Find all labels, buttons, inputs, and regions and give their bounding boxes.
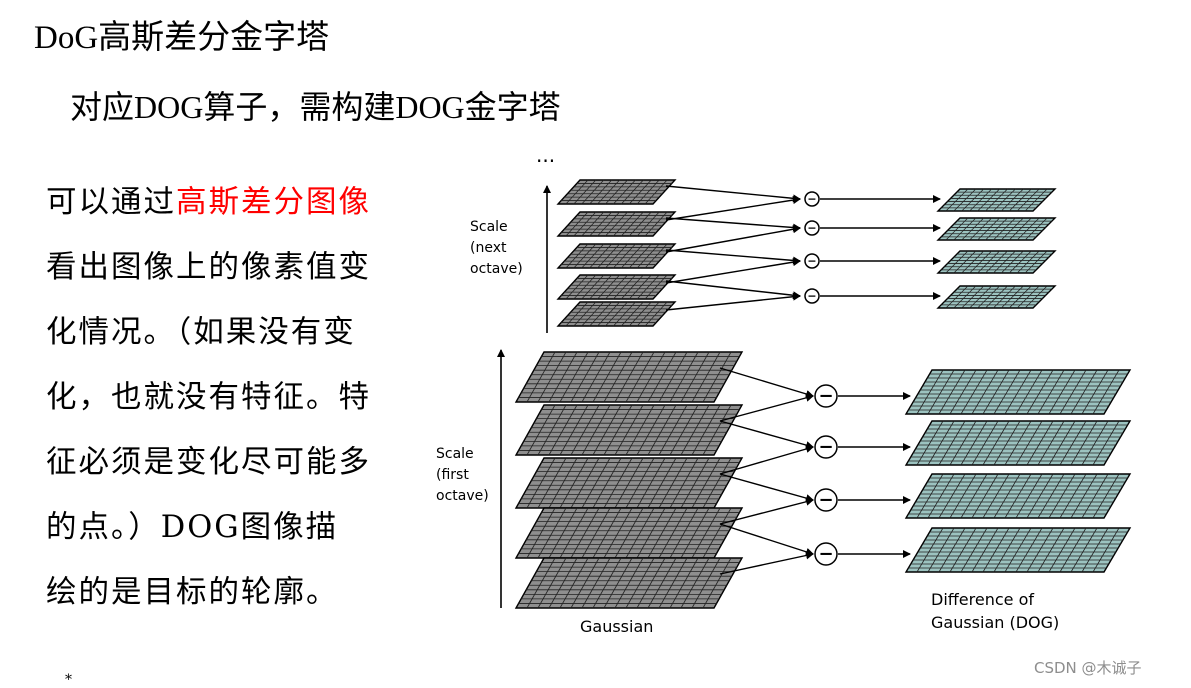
scale-next-label-line3: octave) (470, 261, 523, 277)
arrow (665, 292, 801, 311)
arrow (665, 249, 801, 265)
minus-sign: − (807, 290, 816, 303)
gaussian-layer-next-grid (561, 301, 672, 327)
arrow (665, 185, 801, 203)
watermark: CSDN @木诚子 (1034, 659, 1142, 677)
arrow (719, 523, 814, 556)
pyramid-layers: − − − − − − − − (514, 179, 1132, 609)
minus-sign: − (807, 222, 816, 235)
minus-sign: − (807, 255, 816, 268)
dog-layer-first-grid (908, 527, 1128, 573)
scale-next-label-line2: (next (470, 240, 507, 256)
arrow (719, 473, 814, 502)
body-line: 的点。）DOG图像描 (46, 510, 339, 545)
body-line: 化情况。（如果没有变 (46, 315, 356, 350)
body-line: 化，也就没有特征。特 (46, 380, 371, 415)
body-line: 征必须是变化尽可能多 (46, 445, 371, 480)
arrow (665, 196, 801, 221)
minus-sign: − (818, 490, 833, 511)
subtract-circle (804, 288, 820, 304)
subtract-circle (804, 253, 820, 269)
gaussian-label: Gaussian (580, 617, 653, 636)
subtract-circle (804, 191, 820, 207)
minus-sign: − (818, 386, 833, 407)
ellipsis-label: ... (536, 143, 555, 167)
gaussian-layer-first-grid (518, 404, 740, 456)
gaussian-layer-first-grid (518, 507, 740, 559)
subtract-circle (814, 542, 838, 566)
gaussian-layer-first-grid (518, 557, 740, 609)
subtract-circle (804, 220, 820, 236)
dog-layer-first-grid (908, 473, 1128, 519)
subtract-circle (814, 384, 838, 408)
body-line: 绘的是目标的轮廓。 (46, 575, 339, 610)
gaussian-layer-first-grid (518, 457, 740, 509)
arrow (719, 497, 814, 525)
minus-sign: − (818, 437, 833, 458)
bullet-mark: * (65, 672, 72, 688)
scale-first-label-line2: (first (436, 467, 469, 483)
gaussian-layer-next-grid (561, 274, 672, 300)
arrow (719, 367, 814, 398)
minus-sign: − (807, 193, 816, 206)
minus-sign: − (818, 544, 833, 565)
gaussian-layer-first-grid (518, 351, 740, 403)
subtract-circle (814, 488, 838, 512)
gaussian-layer-next-grid (561, 243, 672, 269)
highlight-text: 高斯差分图像 (176, 185, 371, 220)
page-title: DoG高斯差分金字塔 (34, 20, 330, 56)
dog-layer-next-grid (941, 188, 1052, 212)
dog-layer-next-grid (941, 217, 1052, 241)
body-line: 看出图像上的像素值变 (46, 250, 371, 285)
arrow (665, 217, 801, 232)
page-subtitle: 对应DOG算子，需构建DOG金字塔 (70, 89, 561, 125)
arrow (665, 280, 801, 300)
scale-first-label-line3: octave) (436, 488, 489, 504)
body-line: 可以通过高斯差分图像 (46, 185, 371, 220)
dog-label-line1: Difference of (931, 590, 1034, 609)
arrow (719, 393, 814, 422)
subtract-circle (814, 435, 838, 459)
dog-layer-next-grid (941, 285, 1052, 309)
dog-layer-first-grid (908, 369, 1128, 415)
arrow (719, 420, 814, 449)
scale-first-label-line1: Scale (436, 446, 474, 462)
gaussian-layer-next-grid (561, 179, 672, 205)
gaussian-layer-next-grid (561, 211, 672, 237)
dog-label-line2: Gaussian (DOG) (931, 613, 1059, 632)
arrow (665, 225, 801, 253)
scale-next-label-line1: Scale (470, 219, 508, 235)
dog-layer-first-grid (908, 420, 1128, 466)
arrow (719, 445, 814, 475)
body-text: 可以通过高斯差分图像 看出图像上的像素值变 化情况。（如果没有变 化，也就没有特… (46, 170, 418, 625)
arrow (719, 551, 814, 575)
dog-layer-next-grid (941, 250, 1052, 274)
arrow (665, 258, 801, 284)
